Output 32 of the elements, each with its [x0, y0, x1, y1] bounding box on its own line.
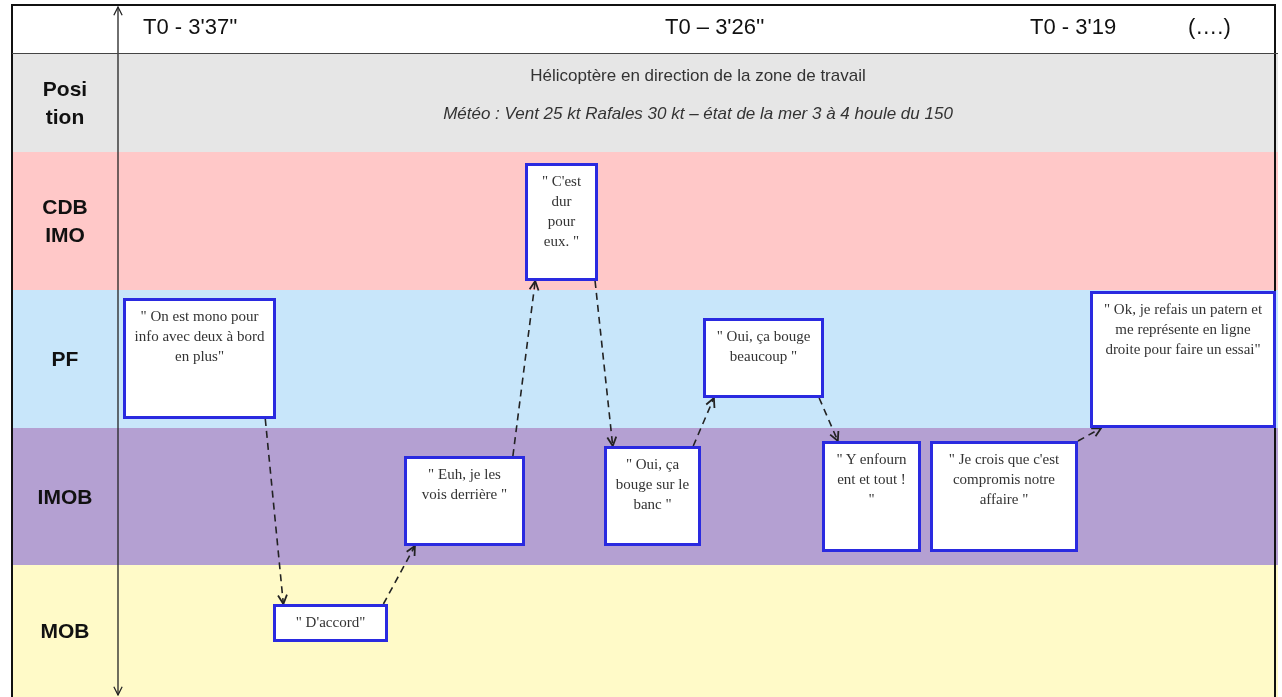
arrow — [818, 397, 840, 442]
arrow — [382, 545, 416, 605]
time-label: T0 - 3'19 — [1030, 14, 1117, 40]
weather-text: Météo : Vent 25 kt Rafales 30 kt – état de la mer 3 à 4 houle du 150 — [442, 104, 954, 124]
lane-label: PF — [50, 346, 80, 372]
speech-box: " D'accord" — [273, 604, 388, 642]
lane-label: MOB — [39, 618, 91, 644]
arrow — [1077, 427, 1103, 442]
time-label: (….) — [1188, 14, 1231, 40]
lane-label: CDB IMO — [41, 194, 89, 248]
arrow — [512, 280, 540, 457]
speech-box: " Y enfourn ent et tout ! " — [822, 441, 921, 552]
lane-band — [12, 152, 1278, 290]
lane-band — [12, 54, 1278, 152]
speech-box: " Oui, ça bouge sur le banc " — [604, 446, 701, 546]
time-label: T0 - 3'37'' — [143, 14, 238, 40]
arrow — [692, 397, 716, 447]
speech-box: " On est mono pour info avec deux à bord en plus" — [123, 298, 276, 419]
speech-box: " Oui, ça bouge beaucoup " — [703, 318, 824, 398]
speech-box: " Ok, je refais un patern et me représente en ligne droite pour faire un essai" — [1090, 291, 1276, 428]
arrow — [594, 280, 618, 447]
speech-box: " Euh, je les vois derrière " — [404, 456, 525, 546]
arrow — [264, 418, 288, 605]
position-text: Hélicoptère en direction de la zone de travail — [529, 66, 867, 86]
lane-band — [12, 565, 1278, 697]
lane-label: Posi tion — [41, 76, 89, 130]
lane-band — [12, 290, 1278, 428]
speech-box: " C'est dur pour eux. " — [525, 163, 598, 281]
time-label: T0 – 3'26'' — [665, 14, 765, 40]
lane-label: IMOB — [36, 483, 94, 510]
lane-band — [12, 428, 1278, 565]
speech-box: " Je crois que c'est compromis notre affaire " — [930, 441, 1078, 552]
